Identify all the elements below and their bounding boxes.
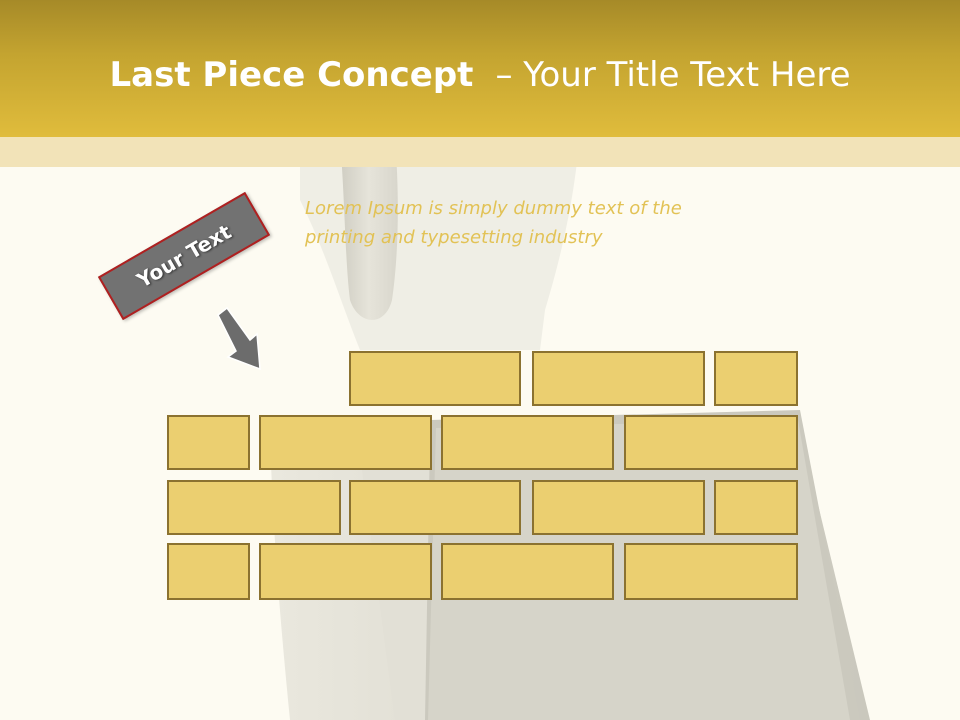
subtitle-text: Lorem Ipsum is simply dummy text of the … [305, 198, 682, 248]
title-subtext: – Your Title Text Here [495, 55, 851, 95]
title-main: Last Piece Concept [109, 55, 474, 95]
brick [259, 543, 432, 600]
brick [532, 351, 705, 406]
brick [349, 480, 521, 535]
brick [259, 415, 432, 470]
brick [714, 480, 798, 535]
header-bar [0, 0, 960, 137]
brick [532, 480, 705, 535]
arrow-down-right-icon [217, 306, 261, 371]
brick [167, 480, 341, 535]
brick [714, 351, 798, 406]
brick [441, 543, 614, 600]
brick [167, 415, 250, 470]
brick [441, 415, 614, 470]
page-title: Last Piece Concept – Your Title Text Here [0, 52, 960, 98]
brick [624, 415, 798, 470]
brick [167, 543, 250, 600]
brick [624, 543, 798, 600]
header-stripe [0, 137, 960, 167]
brick [349, 351, 521, 406]
